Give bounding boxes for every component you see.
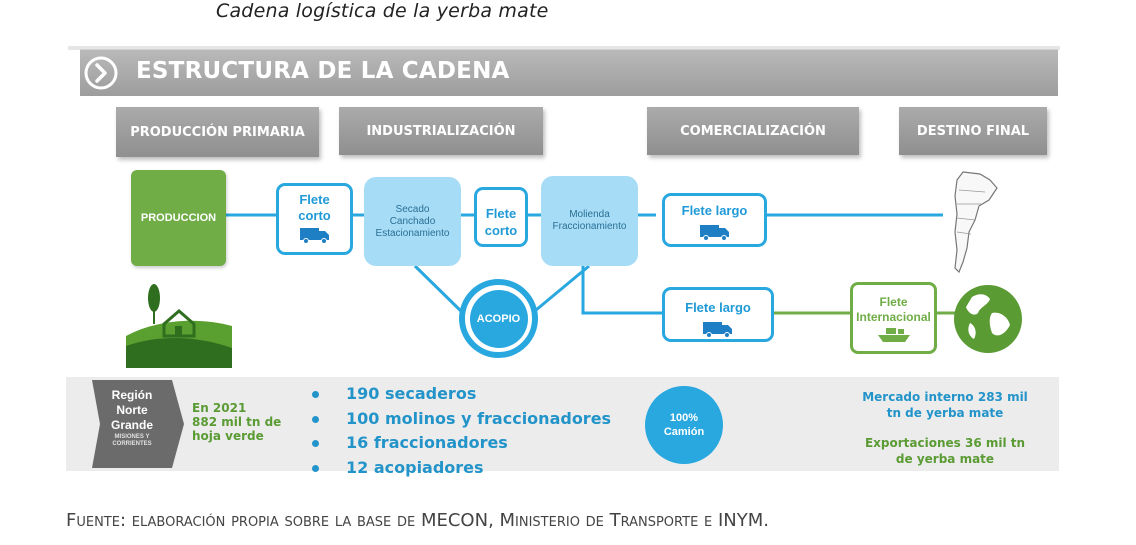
facilities-list: 190 secaderos 100 molinos y fraccionador… <box>312 382 611 480</box>
secado-line1: Secado <box>395 203 430 215</box>
flete-internacional-line1: Flete <box>879 295 908 309</box>
region-line3: Grande <box>110 418 153 432</box>
produccion-node: PRODUCCION <box>131 170 226 266</box>
region-arrow-shape <box>92 380 184 468</box>
farm-landscape-icon <box>126 284 232 368</box>
flete-largo-1-label: Flete largo <box>681 203 748 218</box>
region-label: Región Norte Grande MISIONES Y CORRIENTE… <box>102 388 162 448</box>
ship-icon <box>877 328 910 342</box>
region-line1: Región <box>111 388 153 402</box>
flete-largo-node-1: Flete largo <box>662 193 767 247</box>
list-item-text: 16 fraccionadores <box>346 433 508 452</box>
market-exports-line1: Exportaciones 36 mil tn <box>864 436 1026 450</box>
flete-corto-node-2: Flete corto <box>474 187 528 247</box>
globe-icon <box>954 285 1022 353</box>
list-item: 100 molinos y fraccionadores <box>312 407 611 432</box>
source-text-1: Fuente: elaboración propia sobre la base… <box>66 510 421 531</box>
production-note: En 2021 882 mil tn de hoja verde <box>192 401 281 443</box>
production-note-line2: 882 mil tn de <box>192 415 282 429</box>
source-text-4: INYM <box>717 510 764 531</box>
flete-corto-2-line1: Flete <box>485 206 517 221</box>
bullet-icon <box>312 391 319 399</box>
bullet-icon <box>312 415 319 423</box>
molienda-node: Molienda Fraccionamiento <box>541 176 638 266</box>
secado-node: Secado Canchado Estacionamiento <box>364 177 461 266</box>
market-internal: Mercado interno 283 mil tn de yerba mate <box>860 389 1030 421</box>
stage-comercializacion: COMERCIALIZACIÓN <box>647 107 859 155</box>
production-note-line1: En 2021 <box>192 401 247 415</box>
region-sub: MISIONES Y CORRIENTES <box>102 434 162 448</box>
stage-destino-final: DESTINO FINAL <box>899 107 1047 155</box>
list-item: 12 acopiadores <box>312 456 611 481</box>
argentina-map-icon <box>954 171 998 274</box>
truck-icon <box>699 225 729 241</box>
market-internal-line1: Mercado interno 283 mil <box>862 390 1028 404</box>
header-shadow <box>68 46 1060 50</box>
list-item-text: 12 acopiadores <box>346 457 484 477</box>
source-text-2: MECON <box>420 510 489 531</box>
molienda-line2: Fraccionamiento <box>552 221 627 232</box>
list-item: 16 fraccionadores <box>312 431 611 456</box>
market-internal-line2: tn de yerba mate <box>886 406 1004 420</box>
header-band <box>80 49 1058 96</box>
flete-corto-label-line1: Flete <box>299 192 330 207</box>
list-item-text: 190 secaderos <box>346 384 477 403</box>
region-line2: Norte <box>116 403 148 417</box>
market-exports-line2: de yerba mate <box>895 452 995 466</box>
flete-largo-2-label: Flete largo <box>685 300 751 315</box>
flete-corto-node-1: Flete corto <box>276 183 353 255</box>
truck-share-value: 100% <box>669 412 699 424</box>
secado-line2: Canchado <box>389 215 436 227</box>
header-title: ESTRUCTURA DE LA CADENA <box>136 58 510 84</box>
source-text-3: , Ministerio de Transporte e <box>488 510 718 531</box>
acopio-node: ACOPIO <box>469 289 528 348</box>
secado-line3: Estacionamiento <box>375 227 450 239</box>
list-item: 190 secaderos <box>312 382 611 407</box>
stage-produccion-primaria: PRODUCCIÓN PRIMARIA <box>116 107 319 157</box>
info-band <box>66 377 1059 471</box>
market-exports: Exportaciones 36 mil tn de yerba mate <box>860 435 1030 467</box>
bullet-icon <box>312 464 319 472</box>
bullet-icon <box>312 440 319 448</box>
region-sub-line1: MISIONES Y <box>114 434 150 440</box>
molienda-line1: Molienda <box>569 209 610 220</box>
acopio-ring: ACOPIO <box>459 279 538 358</box>
flete-internacional-node: Flete Internacional <box>850 282 937 354</box>
truck-share-circle: 100% Camión <box>645 386 723 464</box>
truck-icon <box>703 322 732 338</box>
production-note-line3: hoja verde <box>192 429 264 443</box>
chevron-right-circle-icon <box>84 56 118 90</box>
flete-corto-label-line2: corto <box>298 208 331 223</box>
truck-share-label: Camión <box>663 426 705 438</box>
figure-caption: Cadena logística de la yerba mate <box>216 0 549 22</box>
region-sub-line2: CORRIENTES <box>112 441 152 447</box>
flete-corto-2-line2: corto <box>484 223 518 238</box>
source-text-5: . <box>763 510 769 531</box>
list-item-text: 100 molinos y fraccionadores <box>346 408 612 428</box>
truck-icon <box>299 228 329 244</box>
flete-largo-node-2: Flete largo <box>662 287 774 342</box>
source-note: Fuente: elaboración propia sobre la base… <box>66 510 769 531</box>
flete-internacional-line2: Internacional <box>856 310 931 324</box>
stage-industrializacion: INDUSTRIALIZACIÓN <box>339 107 543 155</box>
